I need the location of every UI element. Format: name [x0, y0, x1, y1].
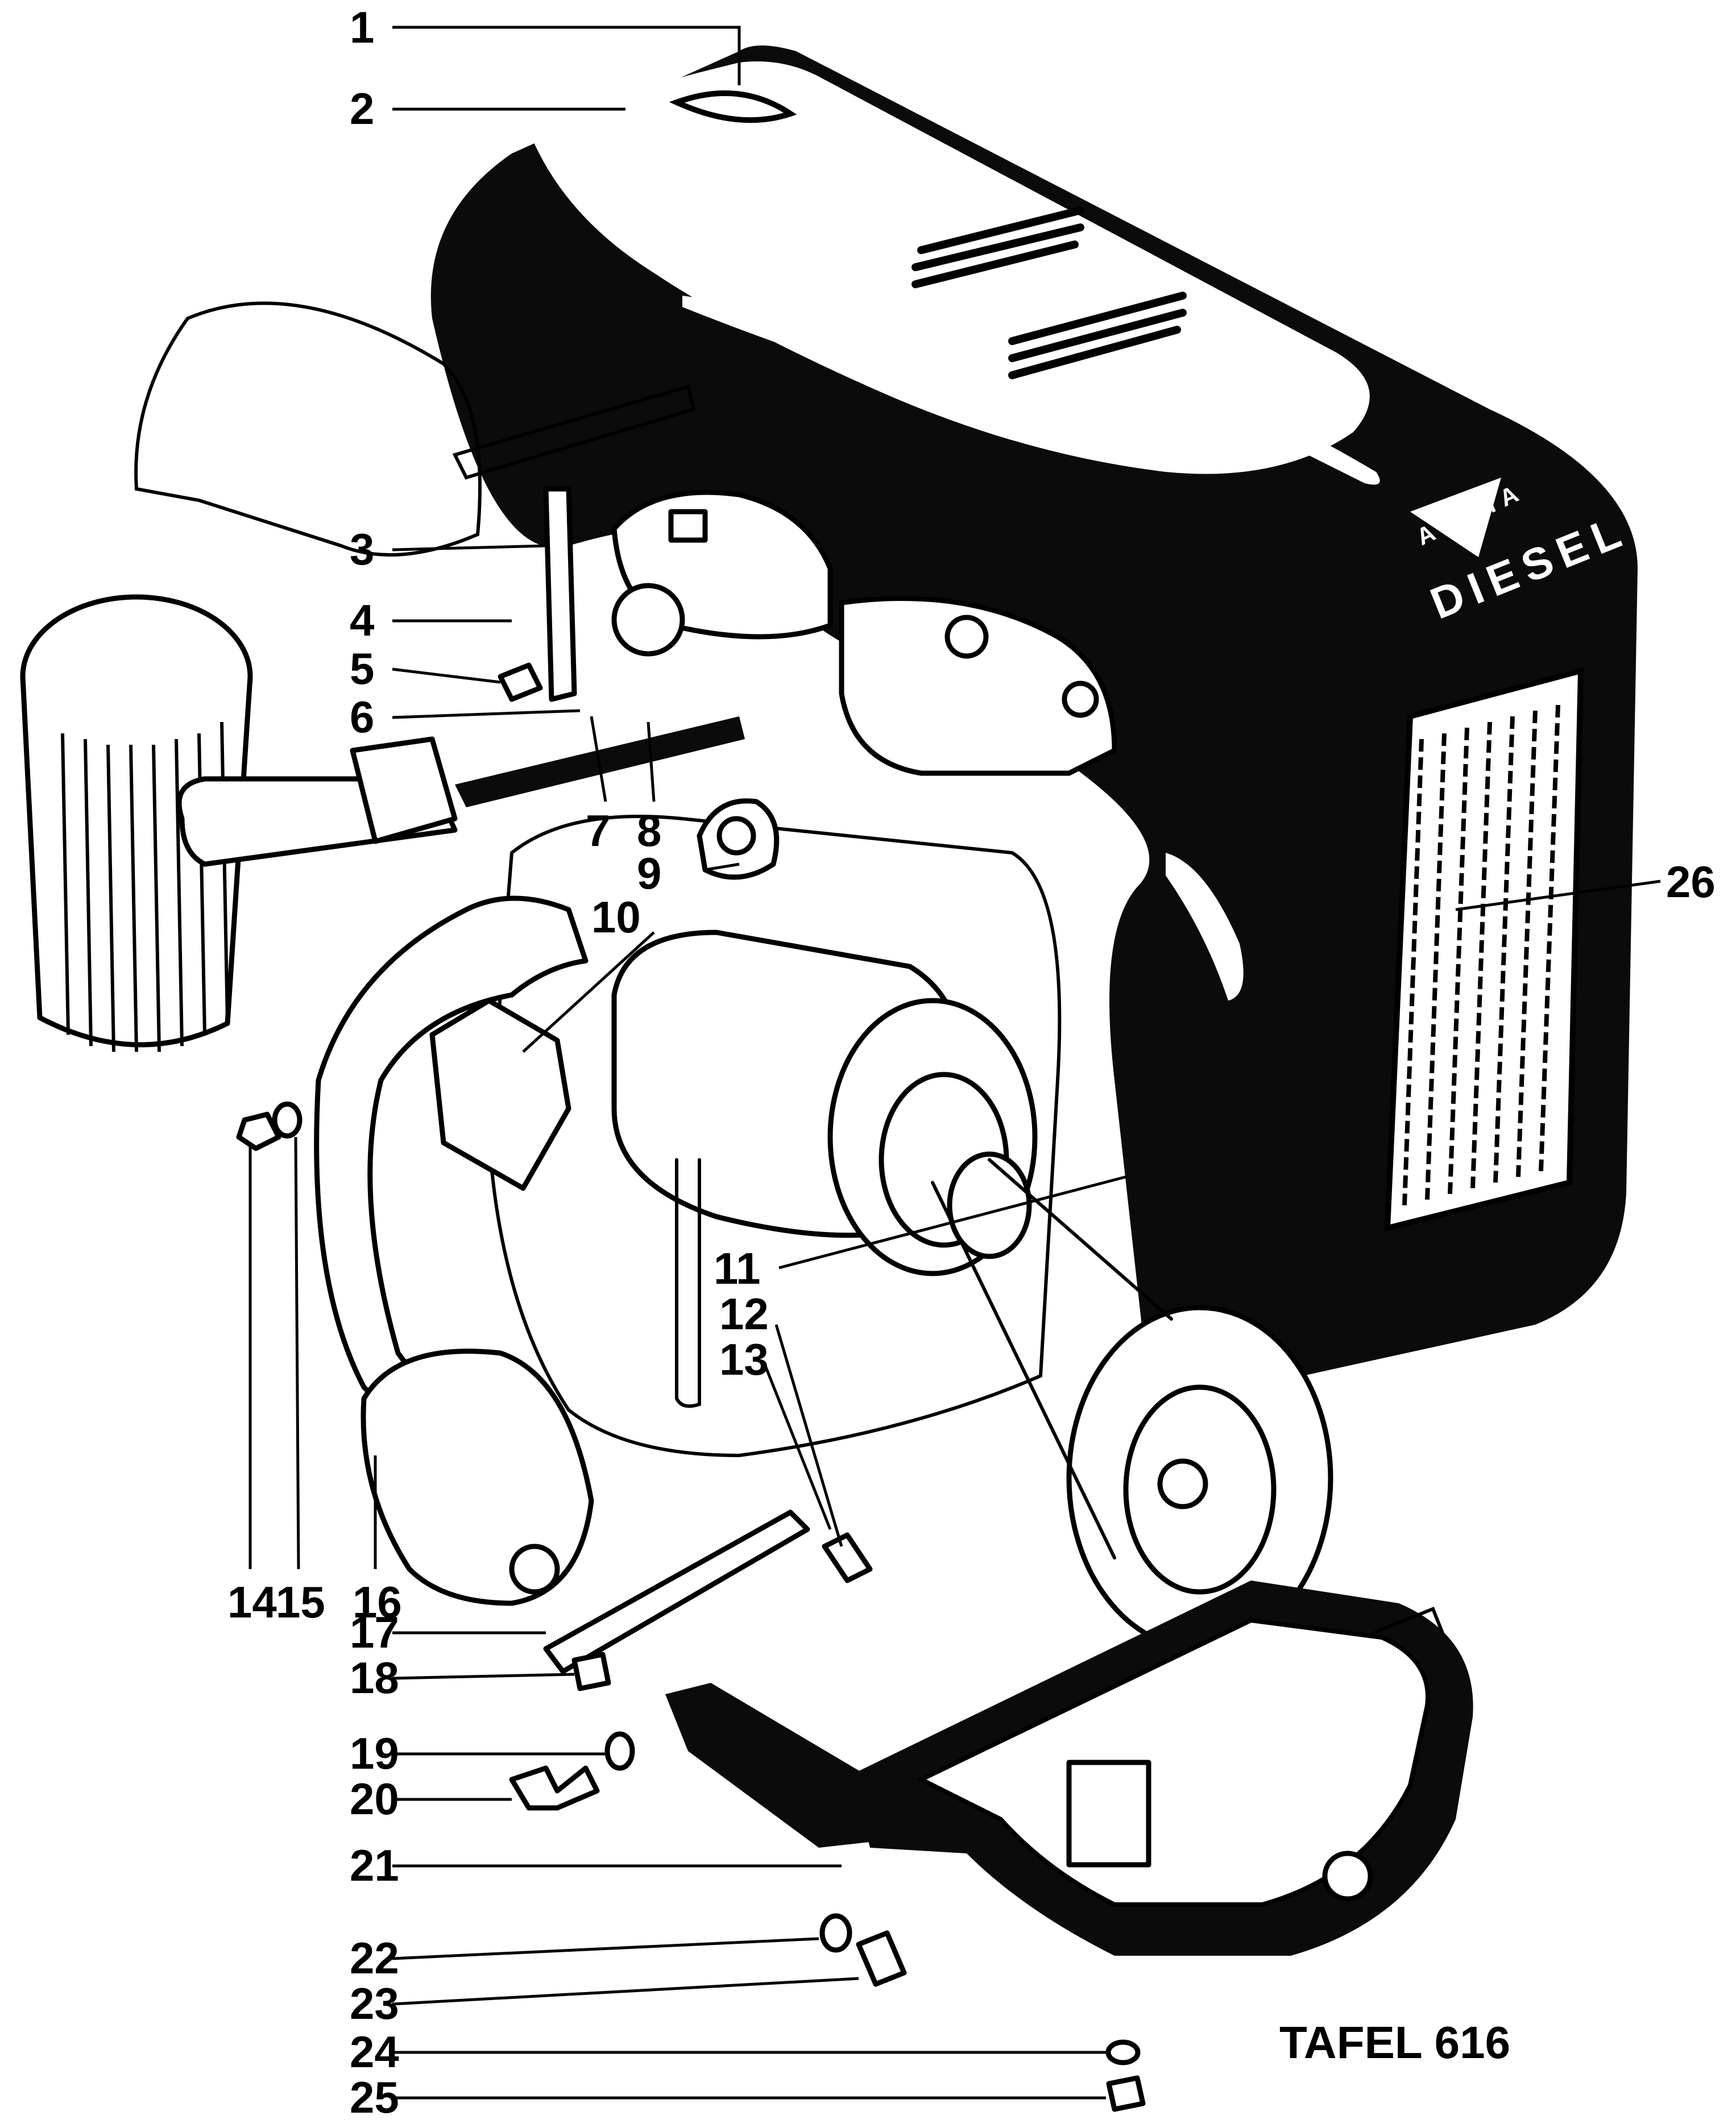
callout-11: 11 — [714, 1243, 760, 1293]
callout-23: 23 — [350, 1978, 399, 2029]
callout-7: 7 — [586, 806, 610, 856]
callout-16: 16 — [353, 1577, 402, 1627]
callout-26: 26 — [1666, 857, 1716, 907]
callout-6: 6 — [350, 692, 374, 742]
callout-24: 24 — [350, 2027, 399, 2077]
callout-4: 4 — [350, 595, 374, 645]
callout-3: 3 — [350, 524, 374, 574]
hood-cap — [669, 90, 797, 123]
fasteners — [236, 486, 1146, 2112]
callout-10: 10 — [591, 892, 641, 942]
hood-louvres — [911, 206, 1187, 379]
air-cleaner — [20, 594, 253, 1052]
callout-1: 1 — [350, 2, 374, 52]
callout-21: 21 — [350, 1840, 399, 1890]
intake-pipe — [176, 716, 780, 880]
callout-17: 17 — [350, 1607, 399, 1657]
radiator-grille — [1384, 667, 1584, 1232]
callout-18: 18 — [350, 1653, 399, 1703]
callout-12: 12 — [719, 1289, 769, 1339]
mounting-frame — [665, 1581, 1473, 1956]
plate-label: TAFEL 616 — [1279, 2017, 1510, 2068]
callout-15: 15 — [276, 1577, 325, 1627]
exhaust-and-muffler — [314, 895, 594, 1606]
callout-20: 20 — [350, 1774, 399, 1824]
callout-25: 25 — [350, 2072, 399, 2122]
callout-19: 19 — [350, 1728, 399, 1778]
leader-lines — [248, 26, 1661, 2100]
callout-8: 8 — [637, 806, 661, 856]
callout-9: 9 — [637, 848, 661, 898]
engine-block — [134, 301, 1333, 1652]
callout-22: 22 — [350, 1933, 399, 1983]
callout-14: 14 — [227, 1577, 277, 1627]
callout-13: 13 — [719, 1334, 769, 1384]
callout-numbers: 1 2 3 4 5 6 7 8 9 10 11 12 13 14 15 16 1… — [227, 2, 1716, 2122]
callout-2: 2 — [350, 84, 374, 134]
callout-5: 5 — [350, 644, 374, 694]
